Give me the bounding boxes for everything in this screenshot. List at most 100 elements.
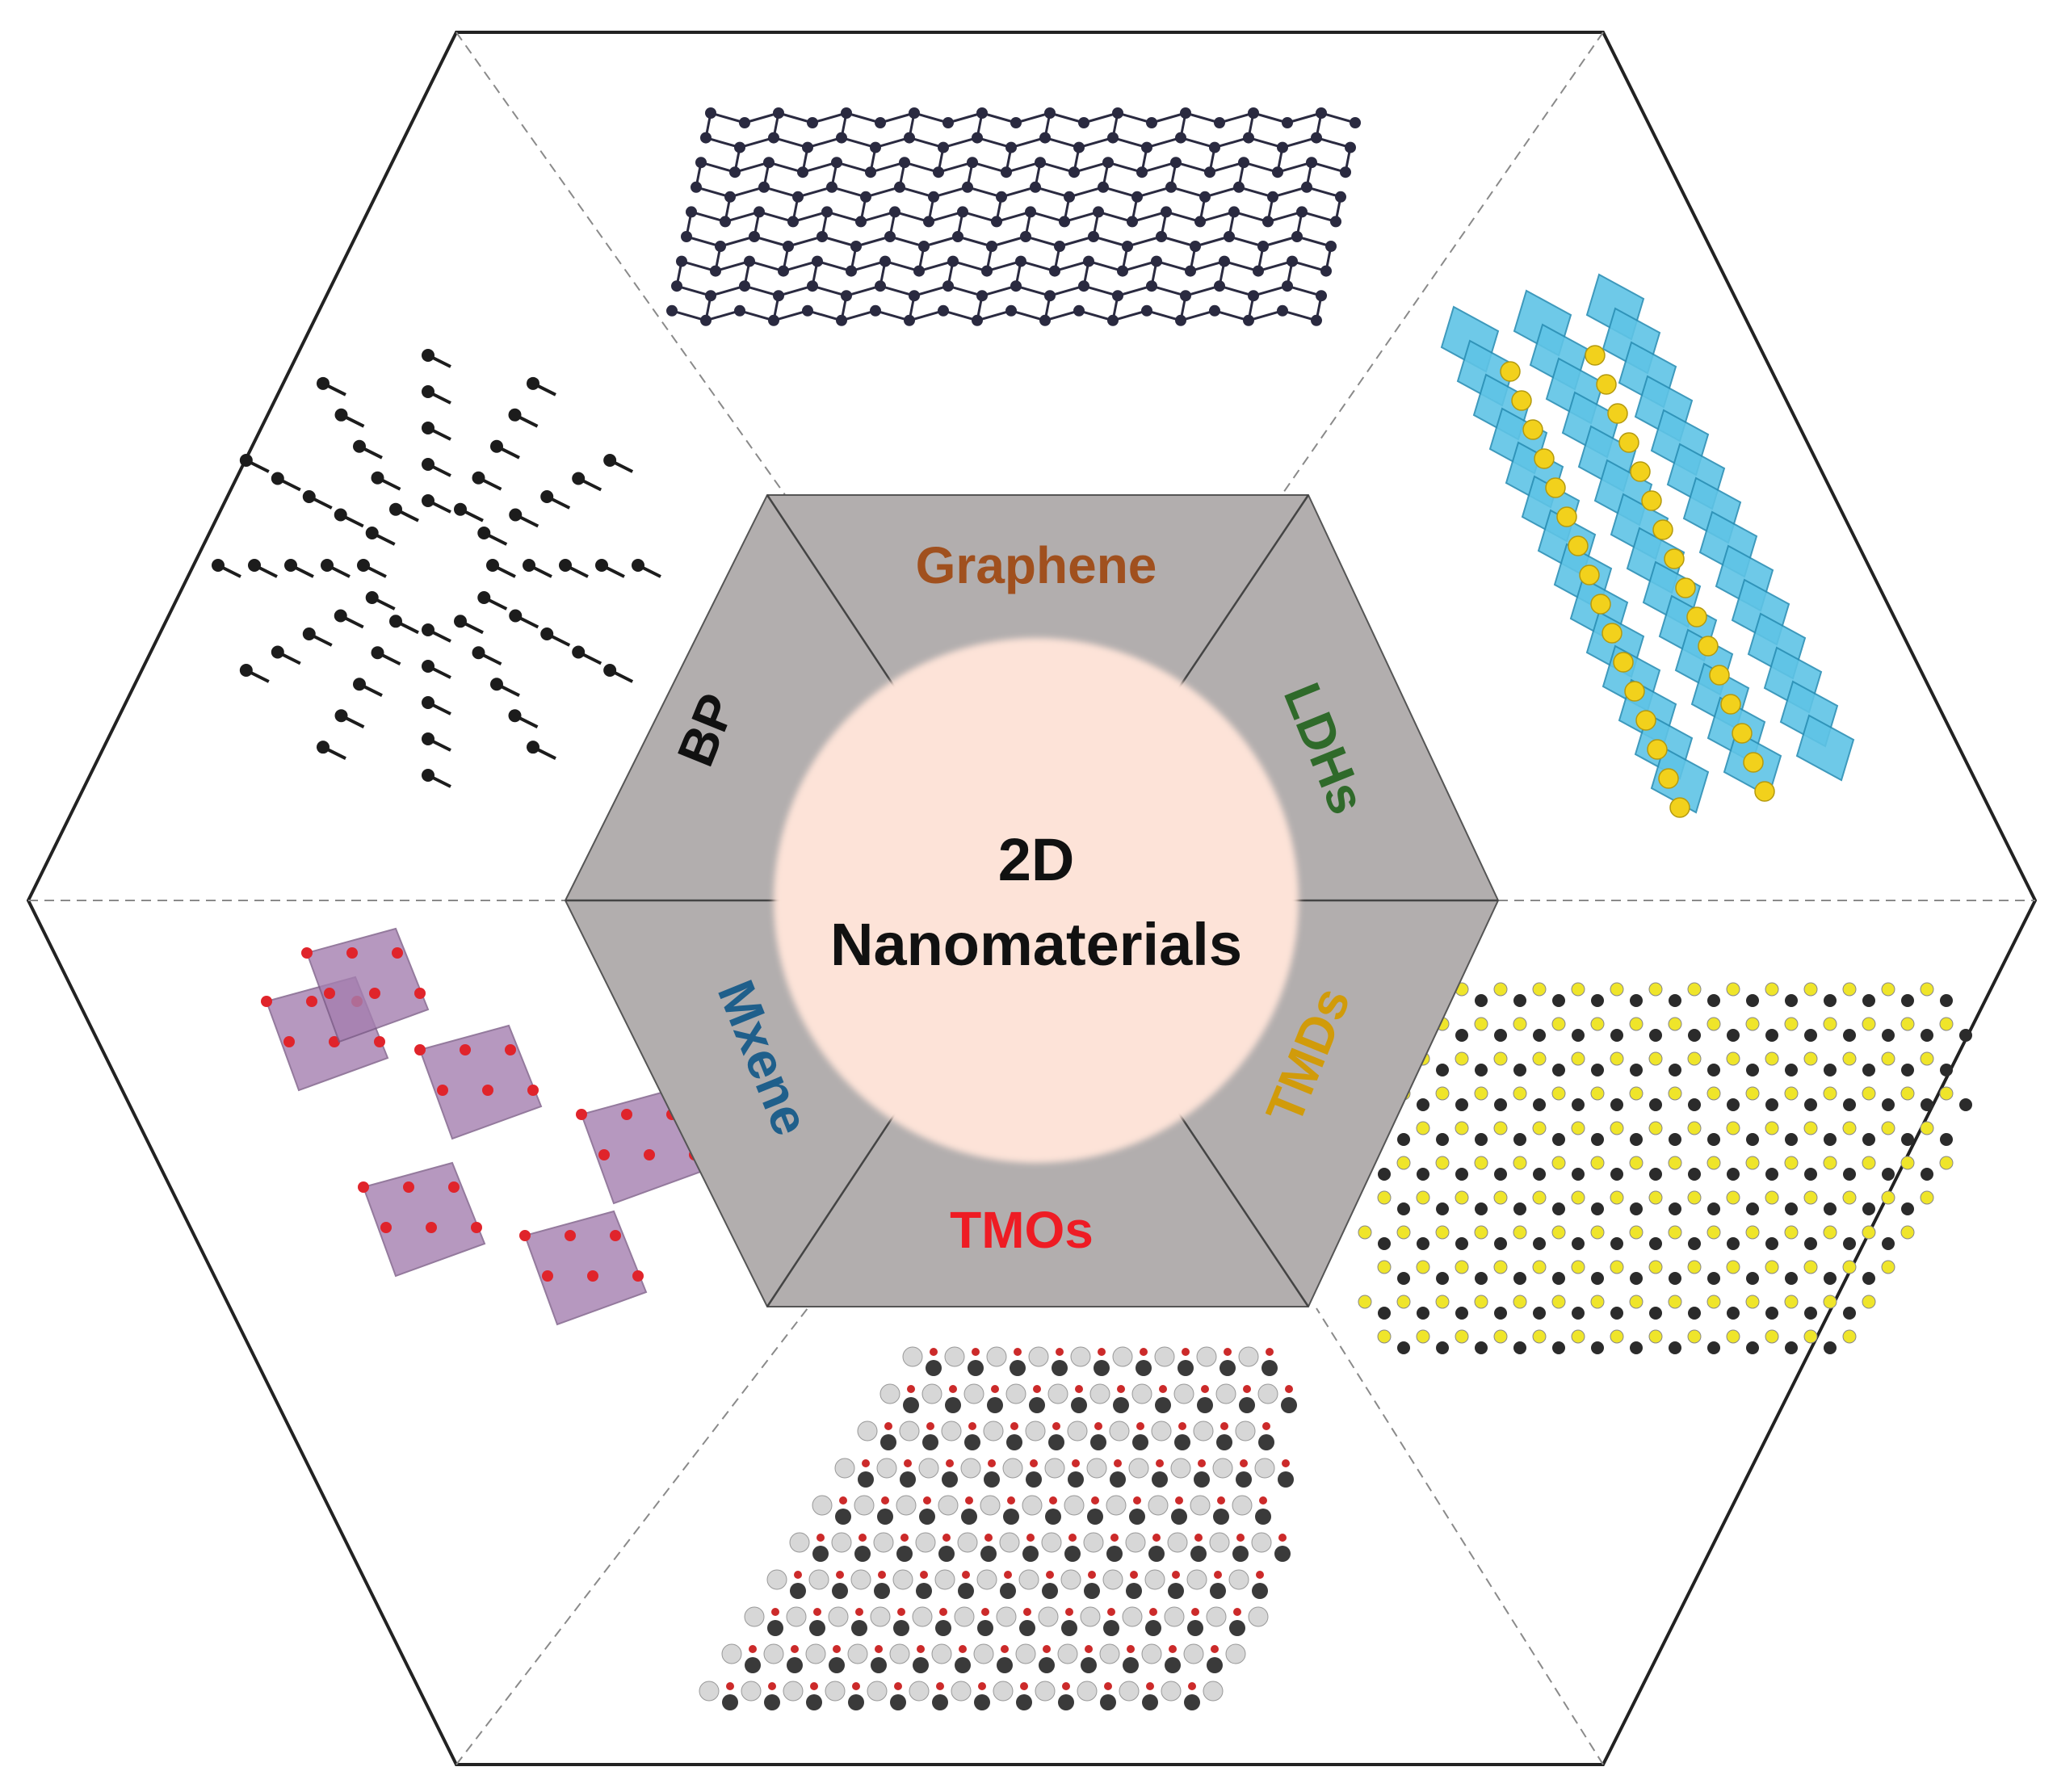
tmo-metal-atom (980, 1546, 997, 1562)
graphene-atom (1010, 117, 1022, 128)
tmd-chalcogen-atom (1513, 1156, 1527, 1170)
graphene-atom (942, 117, 954, 128)
tmd-metal-atom (1746, 1202, 1759, 1215)
tmd-chalcogen-atom (1842, 1260, 1857, 1274)
mxene-atom (403, 1181, 414, 1193)
tmo-light-atom (1022, 1495, 1043, 1516)
tmd-metal-atom (1921, 1098, 1933, 1111)
graphene-atom (1306, 157, 1317, 169)
tmo-oxygen-atom (1043, 1645, 1051, 1653)
tmd-metal-atom (1494, 1168, 1507, 1181)
tmo-oxygen-atom (991, 1385, 999, 1393)
tmo-oxygen-atom (936, 1682, 944, 1690)
tmo-oxygen-atom (817, 1534, 825, 1542)
tmo-light-atom (854, 1495, 875, 1516)
tmd-metal-atom (1824, 1272, 1837, 1285)
mxene-atom (505, 1044, 516, 1055)
graphene-atom (700, 314, 712, 326)
graphene-atom (817, 231, 828, 242)
graphene-bond (792, 210, 828, 223)
tmo-metal-atom (1236, 1471, 1252, 1488)
mxene-atom (392, 947, 403, 959)
graphene-bond (942, 309, 978, 322)
tmo-metal-atom (900, 1471, 916, 1488)
tmo-oxygen-atom (1046, 1571, 1054, 1579)
ldh-interlayer-atom (1511, 390, 1532, 411)
graphene-atom (715, 241, 726, 252)
bp-atom (334, 408, 348, 422)
tmo-light-atom (1186, 1569, 1207, 1590)
tmo-metal-atom (1213, 1509, 1229, 1525)
graphene-bond (1320, 111, 1356, 124)
tmd-chalcogen-atom (1706, 1017, 1721, 1031)
tmo-oxygen-atom (988, 1459, 996, 1467)
graphene-atom (1122, 241, 1133, 252)
tmd-metal-atom (1475, 994, 1488, 1007)
graphene-atom (1001, 166, 1012, 178)
graphene-atom (981, 265, 993, 277)
tmo-metal-atom (1052, 1360, 1068, 1376)
tmd-chalcogen-atom (1881, 1260, 1895, 1274)
graphene-atom (778, 265, 789, 277)
graphene-atom (1209, 141, 1220, 153)
tmo-metal-atom (903, 1397, 919, 1413)
graphene-atom (976, 107, 988, 119)
tmd-metal-atom (1397, 1272, 1410, 1285)
graphene-bond (739, 309, 775, 322)
tmd-chalcogen-atom (1610, 1329, 1624, 1344)
bp-atom (357, 559, 370, 572)
tmd-metal-atom (1552, 1202, 1565, 1215)
tmo-light-atom (1254, 1458, 1275, 1479)
tmd-metal-atom (1513, 1341, 1526, 1354)
tmd-metal-atom (1533, 1307, 1546, 1320)
graphene-atom (1073, 304, 1085, 317)
graphene-atom (1282, 280, 1293, 292)
tmd-chalcogen-atom (1396, 1156, 1411, 1170)
tmo-light-atom (1235, 1421, 1256, 1442)
tmo-metal-atom (1148, 1546, 1165, 1562)
graphene-bond (875, 309, 910, 322)
graphene-atom (802, 304, 813, 317)
tmo-light-atom (1002, 1458, 1023, 1479)
tmo-oxygen-atom (981, 1608, 989, 1616)
tmd-chalcogen-atom (1803, 1260, 1818, 1274)
tmo-metal-atom (916, 1583, 932, 1599)
tmo-light-atom (1203, 1681, 1224, 1702)
tmo-oxygen-atom (968, 1422, 976, 1430)
tmd-metal-atom (1552, 1064, 1565, 1076)
tmd-metal-atom (1824, 1202, 1837, 1215)
tmo-metal-atom (812, 1546, 829, 1562)
tmo-oxygen-atom (791, 1645, 799, 1653)
tmd-metal-atom (1494, 1098, 1507, 1111)
tmo-metal-atom (913, 1657, 929, 1673)
graphene-atom (972, 132, 983, 144)
tmd-metal-atom (1436, 1064, 1449, 1076)
bp-atom (365, 527, 379, 539)
mxene-atom (374, 1036, 385, 1047)
tmo-metal-atom (893, 1620, 909, 1636)
graphene-bond (1078, 309, 1114, 322)
graphene-atom (841, 107, 852, 119)
tmd-chalcogen-atom (1474, 1225, 1488, 1240)
graphene-bond (913, 284, 949, 297)
graphene-atom (1214, 117, 1225, 128)
graphene-bond (686, 235, 721, 248)
graphene-bond (1199, 210, 1235, 223)
graphene-atom (1190, 241, 1201, 252)
mxene-atom (576, 1109, 587, 1120)
graphene-bond (1049, 111, 1085, 124)
tmo-metal-atom (942, 1471, 958, 1488)
tmo-metal-atom (919, 1509, 935, 1525)
graphene-bond (894, 210, 930, 223)
ldh-interlayer-atom (1585, 345, 1606, 366)
tmd-chalcogen-atom (1629, 1017, 1644, 1031)
tmo-light-atom (1151, 1421, 1172, 1442)
tmo-metal-atom (955, 1657, 971, 1673)
graphene-atom (1117, 265, 1128, 277)
ldh-interlayer-atom (1669, 797, 1690, 818)
tmo-metal-atom (1281, 1397, 1297, 1413)
tmo-metal-atom (1174, 1434, 1190, 1450)
tmo-metal-atom (1216, 1434, 1232, 1450)
tmo-oxygen-atom (1211, 1645, 1219, 1653)
graphene-bond (952, 260, 988, 273)
